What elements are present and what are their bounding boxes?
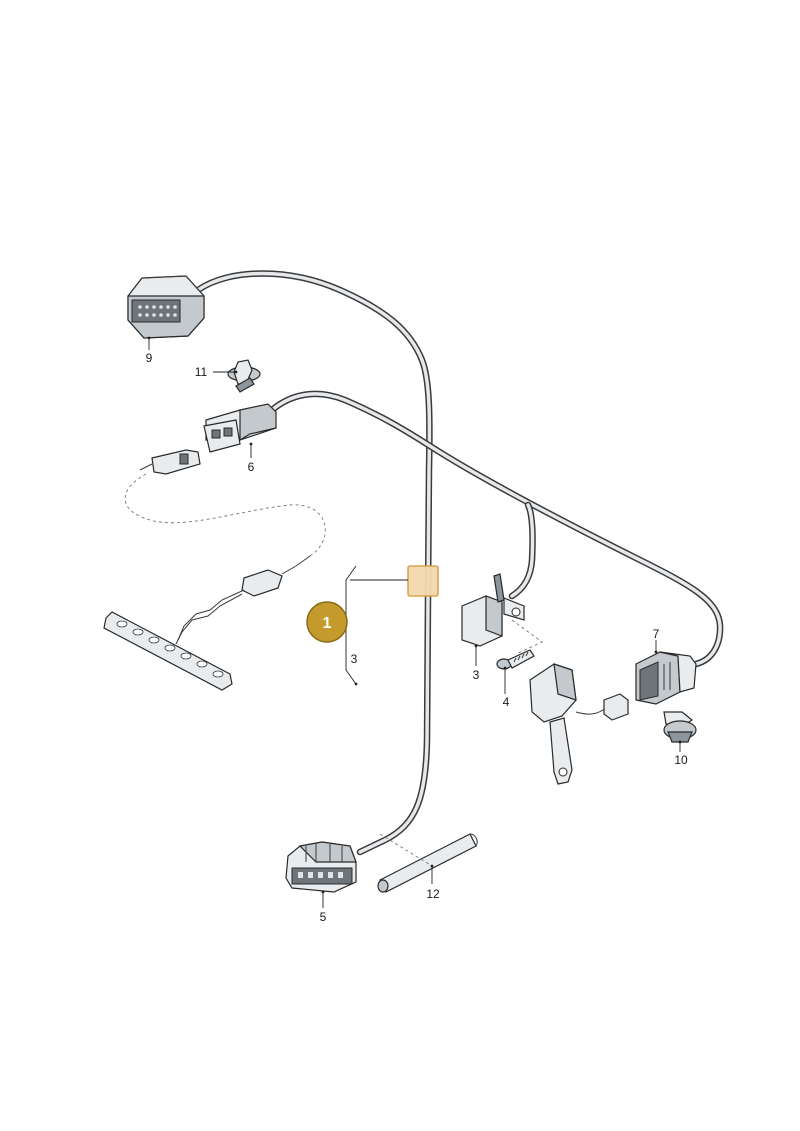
callout-5: 5 [320, 910, 327, 924]
position-badge: 1 [306, 601, 348, 643]
callout-9: 9 [146, 351, 153, 365]
connector-7[interactable] [635, 651, 697, 705]
callout-3-sub: 3 [351, 652, 358, 666]
connector-9[interactable] [127, 275, 205, 339]
dashed-guide-12 [379, 833, 433, 867]
callout-11: 11 [195, 365, 208, 379]
cable-branch-drop [508, 501, 536, 600]
leader-lines [147, 336, 682, 908]
dashed-guide-3 [511, 619, 543, 655]
sleeve-12[interactable] [377, 833, 478, 893]
clip-11[interactable] [227, 359, 261, 393]
callout-6: 6 [248, 460, 255, 474]
badge-label: 1 [323, 615, 332, 632]
callout-bracket-3 [345, 565, 408, 686]
highlight-marker [407, 565, 439, 597]
screw-4[interactable] [496, 649, 535, 670]
callout-labels: 9 11 6 3 3 4 7 10 5 12 [146, 351, 688, 924]
callout-3: 3 [473, 668, 480, 682]
callout-12: 12 [426, 887, 440, 901]
cable-main-trunk [194, 270, 433, 856]
callout-10: 10 [674, 753, 688, 767]
grommet-10[interactable] [663, 711, 697, 743]
small-plug[interactable] [139, 449, 201, 475]
bracket-3[interactable] [461, 573, 525, 647]
callout-7: 7 [653, 627, 660, 641]
connector-6[interactable] [203, 403, 277, 453]
harness-cables [194, 270, 724, 856]
callout-4: 4 [503, 695, 510, 709]
seat-sensor-mat [103, 555, 311, 691]
seat-belt-buckle[interactable] [529, 663, 629, 785]
dashed-wire [124, 473, 326, 557]
connector-5[interactable] [285, 841, 357, 893]
